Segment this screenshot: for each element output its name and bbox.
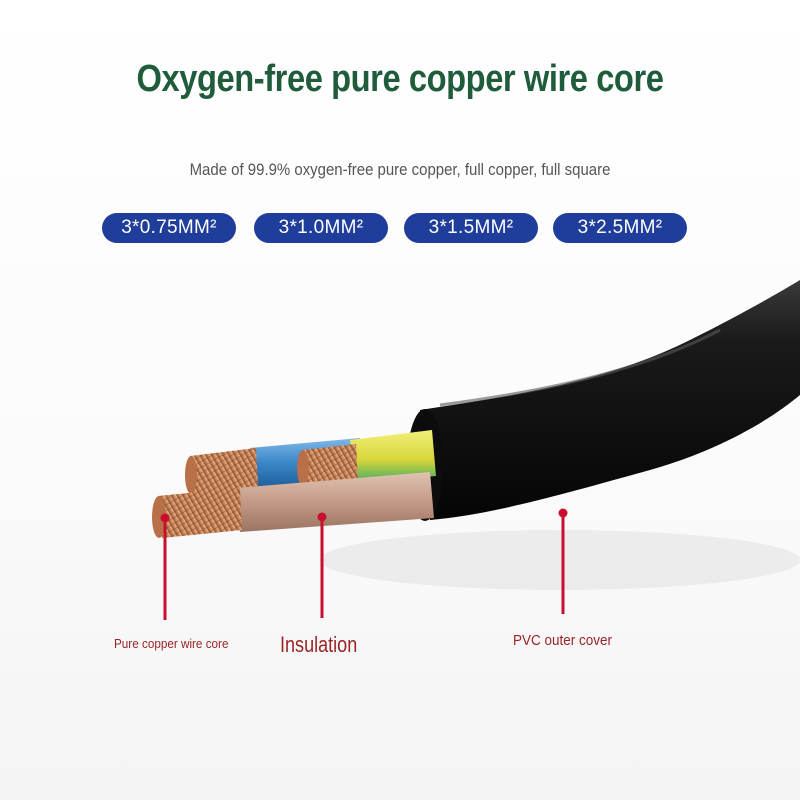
callout-pvc-label: PVC outer cover <box>513 632 613 649</box>
page-subtitle: Made of 99.9% oxygen-free pure copper, f… <box>189 160 611 179</box>
spec-badge-10: 3*1.0MM² <box>254 213 388 243</box>
callout-pvc-pointer <box>558 508 568 614</box>
spec-badge-075: 3*0.75MM² <box>102 213 236 243</box>
callout-insulation-pointer <box>317 512 327 618</box>
callout-core-label: Pure copper wire core <box>114 636 229 651</box>
callout-core-pointer <box>160 513 170 620</box>
callout-insulation-label: Insulation <box>280 632 358 657</box>
page-title: Oxygen-free pure copper wire core <box>136 58 664 100</box>
spec-badge-15: 3*1.5MM² <box>404 213 538 243</box>
pvc-jacket <box>407 280 800 521</box>
cable-shadow <box>320 530 800 590</box>
spec-badge-25: 3*2.5MM² <box>553 213 687 243</box>
yellow-green-wire <box>297 430 436 486</box>
brown-wire <box>152 472 434 538</box>
